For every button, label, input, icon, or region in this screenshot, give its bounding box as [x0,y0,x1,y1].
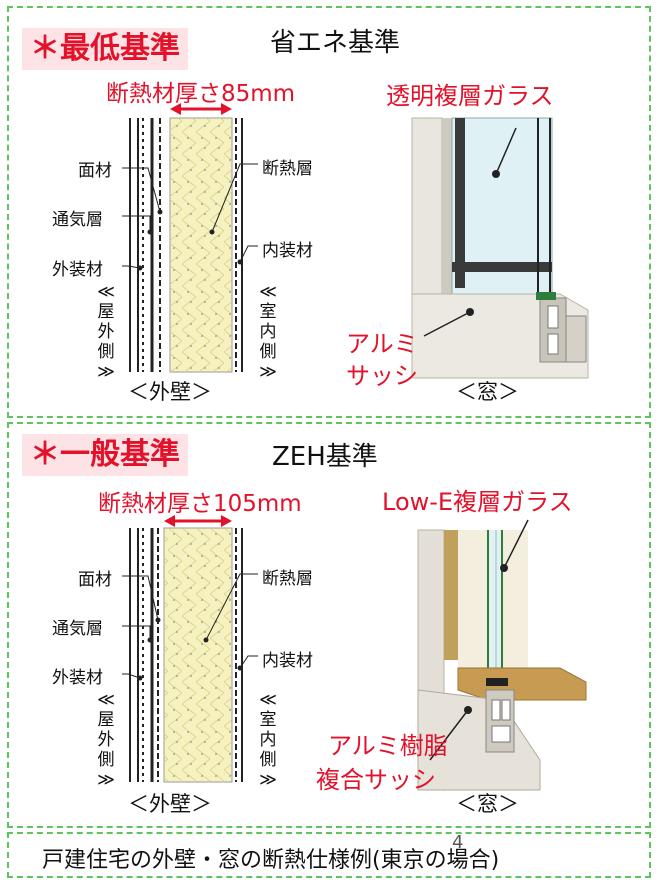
bottom-window-illustration [417,519,587,792]
top-label-ventilation: 通気層 [52,210,103,230]
bottom-panel [7,422,651,828]
bottom-sash-label-line1: アルミ樹脂 [328,732,448,760]
top-wall-diagram [122,103,258,373]
top-standard-badge: ＊最低基準 [22,28,188,70]
top-outdoor-side: ≪屋外側≫ [97,282,115,382]
top-panel [7,6,651,418]
top-label-facing: 面材 [78,161,112,181]
page-number: 4 [452,832,464,853]
bottom-window-caption: ＜窓＞ [456,792,519,816]
bottom-glass-label: Low-E複層ガラス [382,488,573,516]
top-sash-label-line1: アルミ [346,330,418,358]
bottom-standard-title: ZEH基準 [272,442,378,472]
top-indoor-side: ≪室内側≫ [259,282,277,382]
bottom-label-exterior: 外装材 [52,668,103,688]
bottom-outdoor-side: ≪屋外側≫ [97,690,115,790]
top-label-insulation: 断熱層 [262,159,313,179]
top-window-illustration [411,117,589,379]
bottom-standard-badge: ＊一般基準 [22,434,188,476]
bottom-label-ventilation: 通気層 [52,619,103,639]
bottom-label-insulation: 断熱層 [262,569,313,589]
top-wall-caption: ＜外壁＞ [128,380,212,404]
top-sash-label-line2: サッシ [346,362,418,390]
top-label-interior: 内装材 [262,241,313,261]
bottom-insulation-thickness: 断熱材厚さ105mm [98,491,302,517]
top-insulation-thickness: 断熱材厚さ85mm [106,81,296,107]
bottom-sash-label-line2: 複合サッシ [316,766,436,794]
bottom-wall-diagram [122,515,258,783]
bottom-wall-caption: ＜外壁＞ [128,792,212,816]
bottom-label-facing: 面材 [78,570,112,590]
top-standard-title: 省エネ基準 [270,28,401,58]
footer-box [7,832,651,878]
footer-caption: 戸建住宅の外壁・窓の断熱仕様例(東京の場合) [42,848,500,873]
top-label-exterior: 外装材 [52,260,103,280]
top-window-caption: ＜窓＞ [456,380,519,404]
top-glass-label: 透明複層ガラス [386,82,554,110]
bottom-indoor-side: ≪室内側≫ [259,690,277,790]
bottom-label-interior: 内装材 [262,651,313,671]
